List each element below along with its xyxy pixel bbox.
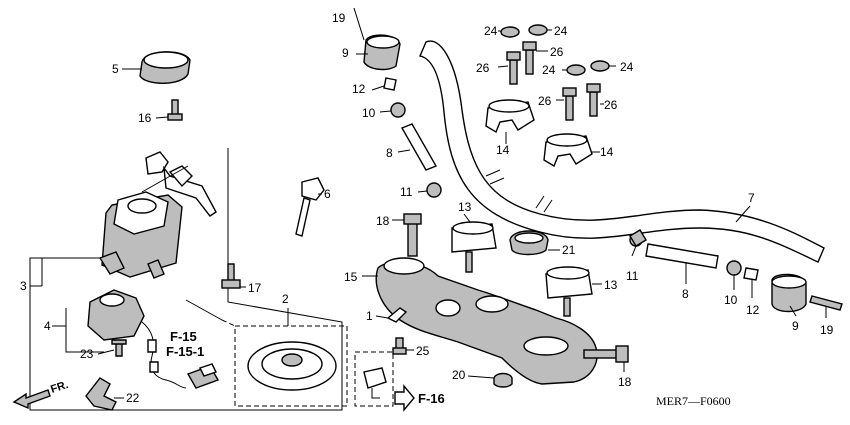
key-cylinder xyxy=(363,367,387,389)
bracket-4 xyxy=(65,308,104,353)
callout-14-b: 14 xyxy=(600,145,614,159)
callout-8-right: 8 xyxy=(682,287,689,301)
front-direction-label: FR. xyxy=(49,379,70,396)
ref-f16: F-16 xyxy=(418,391,445,406)
f16-arrow-icon xyxy=(394,384,415,412)
callout-1: 1 xyxy=(366,309,373,323)
callout-21: 21 xyxy=(562,243,576,257)
callout-7: 7 xyxy=(748,191,755,205)
callout-18-left: 18 xyxy=(376,214,390,228)
callout-12-left: 12 xyxy=(352,82,366,96)
fuel-cap-box xyxy=(234,325,348,407)
ref-f15-1: F-15-1 xyxy=(166,344,204,359)
key-blank xyxy=(301,177,325,201)
handlebar-tube xyxy=(419,40,825,263)
callout-10-right: 10 xyxy=(724,293,738,307)
ignition-key-icon xyxy=(145,151,169,175)
cap-frame xyxy=(185,299,223,321)
callout-26-a: 26 xyxy=(550,45,564,59)
callout-24-c: 24 xyxy=(542,63,556,77)
weight-rod-left xyxy=(400,123,438,171)
callout-11-left: 11 xyxy=(400,185,413,199)
callout-26-c: 26 xyxy=(538,94,552,108)
callout-13-upper: 13 xyxy=(458,200,472,214)
callout-19-right: 19 xyxy=(820,323,834,337)
callout-23: 23 xyxy=(80,347,94,361)
callout-13-lower: 13 xyxy=(604,278,618,292)
callout-6: 6 xyxy=(324,187,331,201)
callout-18-right: 18 xyxy=(618,375,632,389)
callout-24-b: 24 xyxy=(554,24,568,38)
callout-15: 15 xyxy=(344,270,358,284)
callout-14-a: 14 xyxy=(496,143,510,157)
callout-26-d: 26 xyxy=(604,98,618,112)
callout-3: 3 xyxy=(20,279,27,293)
callout-9-right: 9 xyxy=(792,319,799,333)
callout-10-left: 10 xyxy=(362,106,376,120)
callout-9-left: 9 xyxy=(342,46,349,60)
key-cylinder-box xyxy=(354,351,394,407)
callout-2: 2 xyxy=(282,292,289,306)
callout-11-right: 11 xyxy=(626,269,639,283)
callout-24-d: 24 xyxy=(620,60,634,74)
callout-17: 17 xyxy=(248,281,262,295)
callout-12-right: 12 xyxy=(746,303,760,317)
front-direction-arrow-icon xyxy=(12,389,51,410)
ref-f15: F-15 xyxy=(170,329,197,344)
diagram-code: MER7—F0600 xyxy=(656,394,731,408)
callout-24-a: 24 xyxy=(484,24,498,38)
callout-8-left: 8 xyxy=(386,146,393,160)
callout-26-b: 26 xyxy=(476,61,490,75)
ignition-group-frame xyxy=(29,148,343,411)
callout-25: 25 xyxy=(416,344,430,358)
callout-20: 20 xyxy=(452,368,466,382)
callout-16: 16 xyxy=(138,111,152,125)
callout-22: 22 xyxy=(126,391,140,405)
callout-4: 4 xyxy=(44,319,51,333)
callout-19-top: 19 xyxy=(332,11,346,25)
callout-5: 5 xyxy=(112,62,119,76)
weight-rod-right xyxy=(645,243,719,269)
clamp xyxy=(85,377,117,411)
